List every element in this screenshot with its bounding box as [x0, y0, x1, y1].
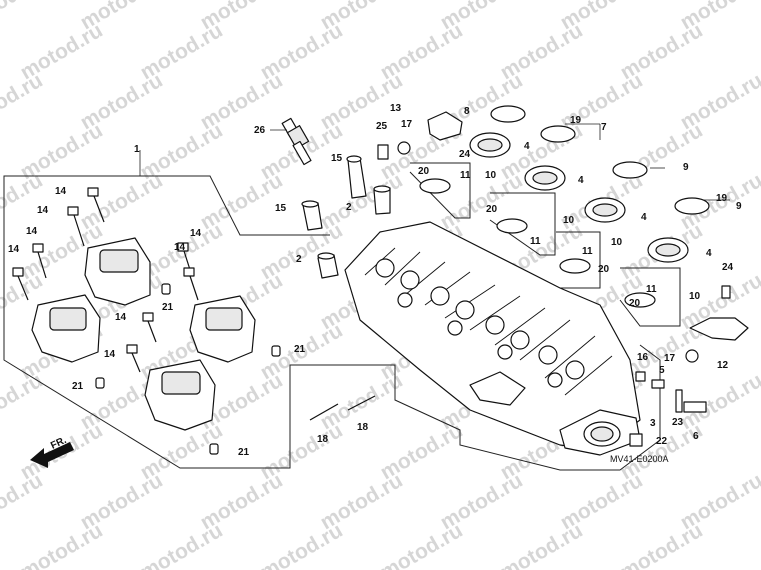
callout-c8: 8 — [464, 106, 470, 117]
plug-hole-tubes — [301, 155, 391, 279]
watermark-text: motod.ru — [0, 169, 47, 234]
watermark-text: motod.ru — [0, 369, 47, 434]
intake-insulators — [469, 132, 689, 263]
callout-c10c: 10 — [611, 237, 623, 248]
hose-clamps — [419, 105, 710, 308]
callout-c2a: 2 — [346, 202, 352, 213]
watermark-text: motod.ru — [136, 519, 226, 570]
callout-c3: 3 — [650, 418, 656, 429]
callout-c14h: 14 — [104, 349, 116, 360]
callout-c10a: 10 — [485, 170, 497, 181]
callout-c14f: 14 — [174, 242, 186, 253]
callout-c2b: 2 — [296, 254, 302, 265]
callout-c21a: 21 — [162, 302, 174, 313]
callout-c26: 26 — [254, 125, 266, 136]
watermark-text: motod.ru — [256, 519, 346, 570]
callout-c4c: 4 — [641, 212, 647, 223]
callout-c7: 7 — [601, 122, 607, 133]
watermark-text: motod.ru — [16, 519, 106, 570]
callout-c21b: 21 — [72, 381, 84, 392]
watermark-text: motod.ru — [0, 69, 47, 134]
callout-c21c: 21 — [294, 344, 306, 355]
cylinder-head — [344, 221, 641, 456]
callout-c22: 22 — [656, 436, 668, 447]
callout-c20d: 20 — [629, 298, 641, 309]
callout-c19b: 19 — [716, 193, 728, 204]
callout-c19a: 19 — [570, 115, 582, 126]
callout-c24a: 24 — [459, 149, 471, 160]
studs — [309, 395, 376, 421]
callout-c14d: 14 — [8, 244, 20, 255]
callout-labels: 1 2 2 3 4 4 4 4 5 6 7 8 9 9 10 10 10 10 … — [8, 103, 742, 458]
watermark-text: motod.ru — [0, 469, 47, 534]
watermark-text: motod.ru — [0, 0, 47, 34]
callout-c14c: 14 — [26, 226, 38, 237]
callout-c11b: 11 — [530, 236, 541, 247]
callout-c11c: 11 — [582, 246, 593, 257]
callout-c10d: 10 — [689, 291, 701, 302]
callout-c14a: 14 — [55, 186, 67, 197]
callout-c4a: 4 — [524, 141, 530, 152]
callout-c14b: 14 — [37, 205, 49, 216]
holder-bolts — [12, 187, 199, 373]
callout-c13: 13 — [390, 103, 402, 114]
watermark-text: motod.ru — [376, 519, 466, 570]
callout-c11a: 11 — [460, 170, 471, 181]
air-injection-pipes — [397, 111, 749, 363]
callout-c16: 16 — [637, 352, 649, 363]
cam-journals — [375, 258, 585, 388]
callout-c20c: 20 — [598, 264, 610, 275]
callout-c14e: 14 — [190, 228, 202, 239]
callout-c24b: 24 — [722, 262, 734, 273]
callout-c14g: 14 — [115, 312, 127, 323]
camshaft-holders — [31, 237, 256, 431]
front-direction-arrow: FR. — [30, 435, 74, 468]
callout-c9b: 9 — [736, 201, 742, 212]
callout-c15b: 15 — [275, 203, 287, 214]
callout-c18b: 18 — [357, 422, 369, 433]
callout-c12: 12 — [717, 360, 729, 371]
callout-c11d: 11 — [646, 284, 657, 295]
callout-c20b: 20 — [486, 204, 498, 215]
small-fittings — [377, 144, 731, 447]
callout-c25: 25 — [376, 121, 388, 132]
callout-c4b: 4 — [578, 175, 584, 186]
callout-c17b: 17 — [664, 353, 676, 364]
callout-c4d: 4 — [706, 248, 712, 259]
callout-c9a: 9 — [683, 162, 689, 173]
callout-c1: 1 — [134, 144, 140, 155]
spark-plug — [270, 117, 312, 166]
callout-c5: 5 — [659, 365, 665, 376]
dowel-pins — [95, 283, 281, 455]
callout-c21d: 21 — [238, 447, 250, 458]
watermark-text: motod.ru — [496, 519, 586, 570]
assembly-frames — [3, 123, 730, 471]
diagram-code: MV41-E0200A — [610, 454, 669, 464]
callout-c18a: 18 — [317, 434, 329, 445]
callout-c6: 6 — [693, 431, 699, 442]
callout-c23: 23 — [672, 417, 684, 428]
callout-c10b: 10 — [563, 215, 575, 226]
watermark-text: motod.ru — [616, 519, 706, 570]
callout-c15a: 15 — [331, 153, 343, 164]
callout-c17a: 17 — [401, 119, 413, 130]
callout-c20a: 20 — [418, 166, 430, 177]
